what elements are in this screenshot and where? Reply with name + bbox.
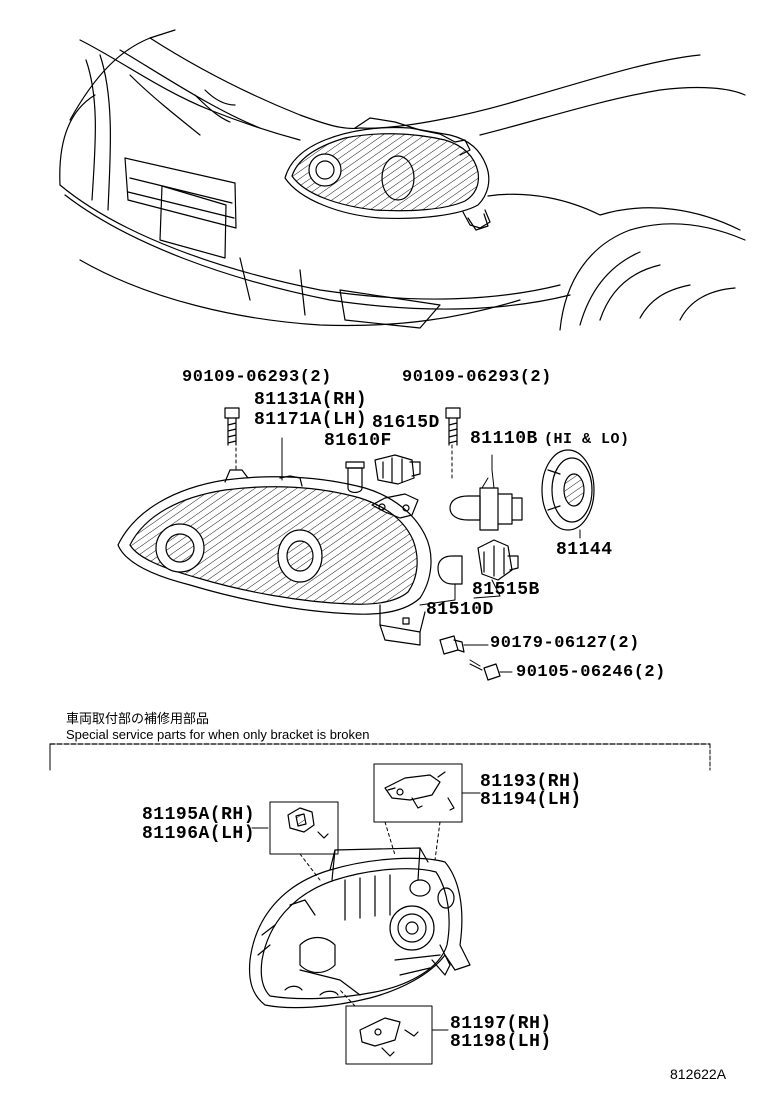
car-front-illustration — [59, 29, 746, 331]
label-bolt-right: 90109-06293(2) — [402, 368, 552, 387]
bulb-81610f-illustration — [345, 461, 365, 494]
label-bracket-81194: 81194(LH) — [480, 790, 582, 810]
socket-81515b-illustration — [473, 539, 519, 599]
label-bracket-81193: 81193(RH) — [480, 772, 582, 792]
bolt-right-illustration — [445, 407, 461, 446]
label-bulb-81510d: 81510D — [426, 600, 494, 620]
bulb-81110b-illustration — [449, 454, 523, 531]
label-nut-90179: 90179-06127(2) — [490, 634, 640, 653]
label-bracket-81195a: 81195A(RH) — [142, 805, 256, 825]
bracket-81197-box — [339, 989, 449, 1065]
label-bolt-left: 90109-06293(2) — [182, 368, 332, 387]
label-socket-81615d: 81615D — [372, 413, 440, 433]
label-headlamp-lh: 81171A(LH) — [254, 410, 368, 430]
headlamp-rear-view-illustration — [248, 847, 471, 1009]
label-screw-90105: 90105-06246(2) — [516, 663, 666, 682]
label-cover-81144: 81144 — [556, 540, 613, 560]
service-section-frame — [49, 743, 711, 771]
service-note-jp: 車両取付部の補修用部品 — [66, 711, 210, 726]
headlamp-assembly-illustration — [117, 437, 453, 646]
cover-81144-illustration — [541, 449, 595, 539]
nut-90179-illustration — [439, 635, 489, 655]
label-bulb-81110b-note: (HI & LO) — [544, 431, 630, 448]
bulb-81510d-illustration — [419, 555, 463, 606]
bolt-left-illustration — [224, 407, 240, 446]
figure-code: 812622A — [670, 1066, 727, 1082]
label-bracket-81197: 81197(RH) — [450, 1014, 552, 1034]
label-bracket-81198: 81198(LH) — [450, 1032, 552, 1052]
bracket-81193-box — [373, 763, 481, 861]
label-headlamp-rh: 81131A(RH) — [254, 390, 368, 410]
label-socket-81515b: 81515B — [472, 580, 540, 600]
socket-81615d-illustration — [374, 454, 421, 485]
clip-illustration — [371, 493, 419, 519]
bracket-81195a-box — [251, 801, 339, 881]
label-bulb-81110b: 81110B — [470, 429, 538, 449]
service-note-en: Special service parts for when only brac… — [66, 727, 370, 742]
screw-90105-illustration — [469, 659, 513, 681]
label-bracket-81196a: 81196A(LH) — [142, 824, 256, 844]
label-bulb-81610f: 81610F — [324, 431, 392, 451]
